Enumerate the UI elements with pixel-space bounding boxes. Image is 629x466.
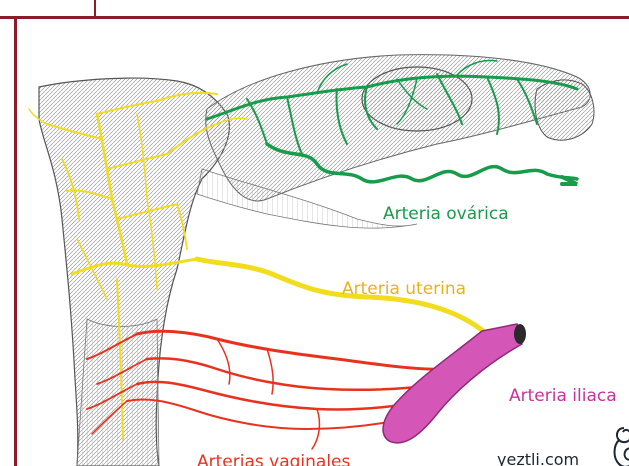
label-arterias-vaginales: Arterias vaginales: [197, 452, 350, 466]
label-arteria-uterina: Arteria uterina: [342, 279, 466, 299]
iliac-artery-cut-end: [514, 324, 526, 344]
vaginal-canal: [77, 319, 159, 466]
brand-site-text: yeztli.com: [497, 450, 579, 466]
label-arteria-iliaca: Arteria iliaca: [509, 386, 617, 406]
fimbriae: [535, 80, 594, 140]
uterus-logo-icon: [609, 424, 629, 466]
label-arteria-ovarica: Arteria ovárica: [383, 204, 509, 224]
brand-logo[interactable]: yeztli.com: [497, 424, 629, 466]
anatomy-illustration: Arteria ovárica Arteria uterina Arteria …: [17, 19, 629, 466]
